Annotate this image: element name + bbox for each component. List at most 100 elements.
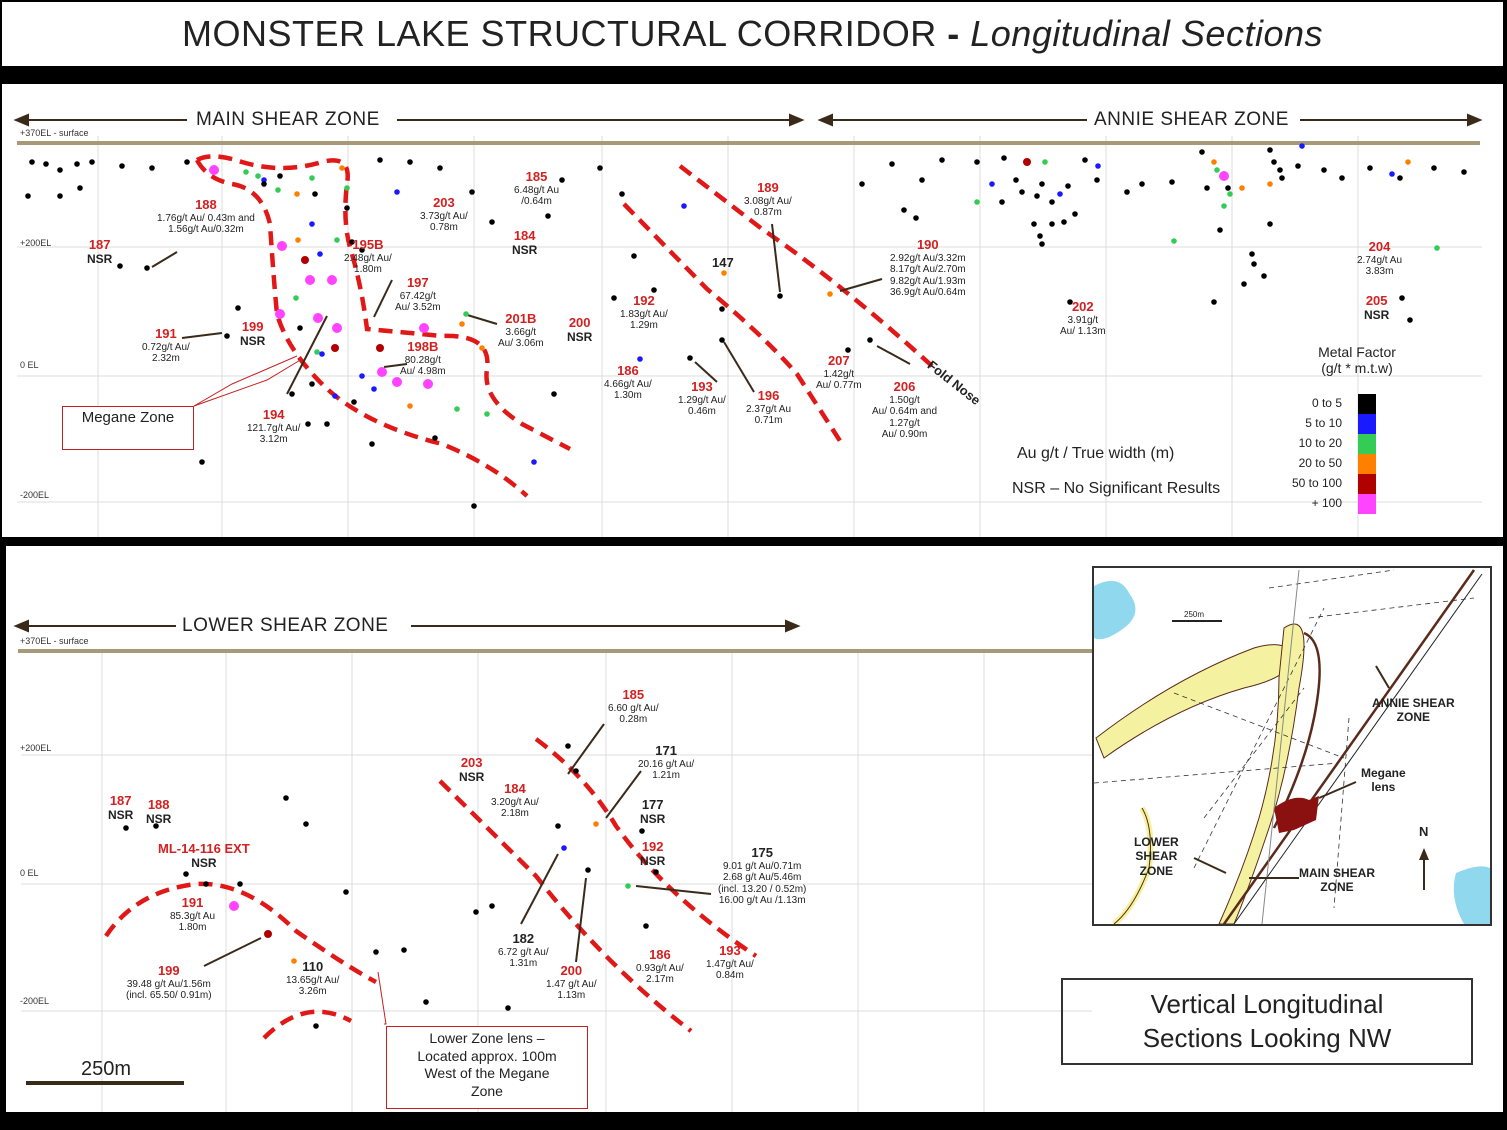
drill-hole-dot	[29, 159, 35, 165]
drill-hole-dot	[1001, 155, 1007, 161]
drill-hole-dot	[561, 845, 567, 851]
drill-hole-dot	[479, 345, 485, 351]
drill-hole-dot	[407, 159, 413, 165]
hole-id: 195B	[352, 237, 384, 252]
drill-hole-dot	[303, 821, 309, 827]
hole-result: 2.48g/t Au/ 1.80m	[344, 252, 392, 276]
drill-hole-dot	[545, 213, 551, 219]
surface-label-bottom: +370EL - surface	[20, 636, 89, 646]
drill-hole-dot	[1279, 175, 1285, 181]
top-section-graphic	[13, 113, 1483, 537]
lower-zone-arrows	[13, 619, 801, 633]
hole-result: NSR	[191, 855, 217, 870]
drill-hole-dot	[423, 379, 433, 389]
drill-hole-dot	[889, 161, 895, 167]
hole-id: 191	[155, 326, 177, 341]
drill-hole-dot	[309, 175, 315, 181]
drill-hole-dot	[1204, 185, 1210, 191]
hole-result: 1.50g/t Au/ 0.64m and 1.27g/t Au/ 0.90m	[872, 394, 938, 441]
legend-label: 50 to 100	[1291, 476, 1342, 490]
legend-label: 10 to 20	[1298, 436, 1342, 450]
drill-hole-dot	[313, 1023, 319, 1029]
drill-hole-dot	[1399, 295, 1405, 301]
drill-hole-dot	[183, 871, 189, 877]
drill-hole-dot	[619, 191, 625, 197]
drill-hole-dot	[25, 193, 31, 199]
drill-hole-dot	[1227, 191, 1233, 197]
hole-id: 185	[622, 687, 645, 702]
hole-id: 200	[568, 315, 591, 330]
hole-result: NSR	[108, 807, 134, 822]
drill-hole-dot	[1267, 221, 1273, 227]
hole-result: 1.83g/t Au/ 1.29m	[620, 308, 668, 332]
hole-id: 182	[512, 931, 535, 946]
legend-row: 0 to 5	[1282, 394, 1422, 414]
drill-hole-dot	[585, 867, 591, 873]
legend-swatch	[1358, 454, 1376, 474]
hole-result: NSR	[87, 251, 113, 266]
drill-hole-dot	[611, 295, 617, 301]
drill-hole-dot	[1339, 175, 1345, 181]
view-direction-label: Vertical Longitudinal Sections Looking N…	[1142, 988, 1392, 1053]
hole-id: 198B	[407, 339, 439, 354]
hole-result: 67.42g/t Au/ 3.52m	[395, 290, 441, 314]
drill-hole-dot	[264, 930, 272, 938]
drill-hole-dot	[463, 311, 469, 317]
drill-hole-dot	[1277, 167, 1283, 173]
hole-id: 110	[302, 959, 324, 974]
legend-label: 20 to 50	[1298, 456, 1342, 470]
drill-hole-dot	[377, 157, 383, 163]
hole-result: 0.72g/t Au/ 2.32m	[142, 341, 190, 365]
drill-hole-dot	[1095, 163, 1101, 169]
drill-hole-dot	[289, 391, 295, 397]
drill-hole-dot	[339, 165, 345, 171]
drill-hole-dot	[1219, 171, 1229, 181]
drill-hole-dot	[867, 337, 873, 343]
drill-hole-dot	[1034, 193, 1040, 199]
drill-hole-dot	[1267, 181, 1273, 187]
legend-row: 5 to 10	[1282, 414, 1422, 434]
hole-id: 171	[655, 743, 677, 758]
top-section-panel: +370EL - surface +200EL 0 EL -200EL MAIN…	[2, 84, 1503, 537]
drill-hole-dot	[153, 823, 159, 829]
drill-hole-dot	[1389, 171, 1395, 177]
hole-id: 197	[406, 275, 429, 290]
hole-result: 3.08g/t Au/ 0.87m	[744, 195, 792, 219]
hole-id: 185	[525, 169, 548, 184]
drill-hole-dot	[394, 189, 400, 195]
drill-hole-dot	[1225, 185, 1231, 191]
drill-hole-dot	[229, 901, 239, 911]
drill-hole-dot	[573, 768, 579, 774]
hole-result: 20.16 g/t Au/ 1.21m	[638, 758, 695, 782]
hole-id: 187	[109, 793, 132, 808]
drill-hole-dot	[392, 377, 402, 387]
drill-hole-dot	[334, 237, 340, 243]
hole-id: 193	[719, 943, 741, 958]
main-shear-zone-label: MAIN SHEAR ZONE	[190, 109, 386, 131]
hole-id: 147	[712, 255, 734, 270]
drill-hole-dot	[377, 367, 387, 377]
hole-result: 2.37g/t Au 0.71m	[746, 403, 792, 427]
drill-hole-dot	[235, 305, 241, 311]
hole-result: NSR	[567, 329, 593, 344]
view-direction-box: Vertical Longitudinal Sections Looking N…	[1061, 978, 1473, 1065]
drill-hole-dot	[305, 421, 311, 427]
hole-result: 39.48 g/t Au/1.56m (incl. 65.50/ 0.91m)	[126, 978, 212, 1002]
drill-hole-dot	[1049, 221, 1055, 227]
drill-hole-dot	[555, 823, 561, 829]
drill-hole-dot	[531, 459, 537, 465]
drill-hole-dot	[651, 287, 657, 293]
drill-hole-dot	[1214, 167, 1220, 173]
drill-hole-dot	[1271, 159, 1277, 165]
